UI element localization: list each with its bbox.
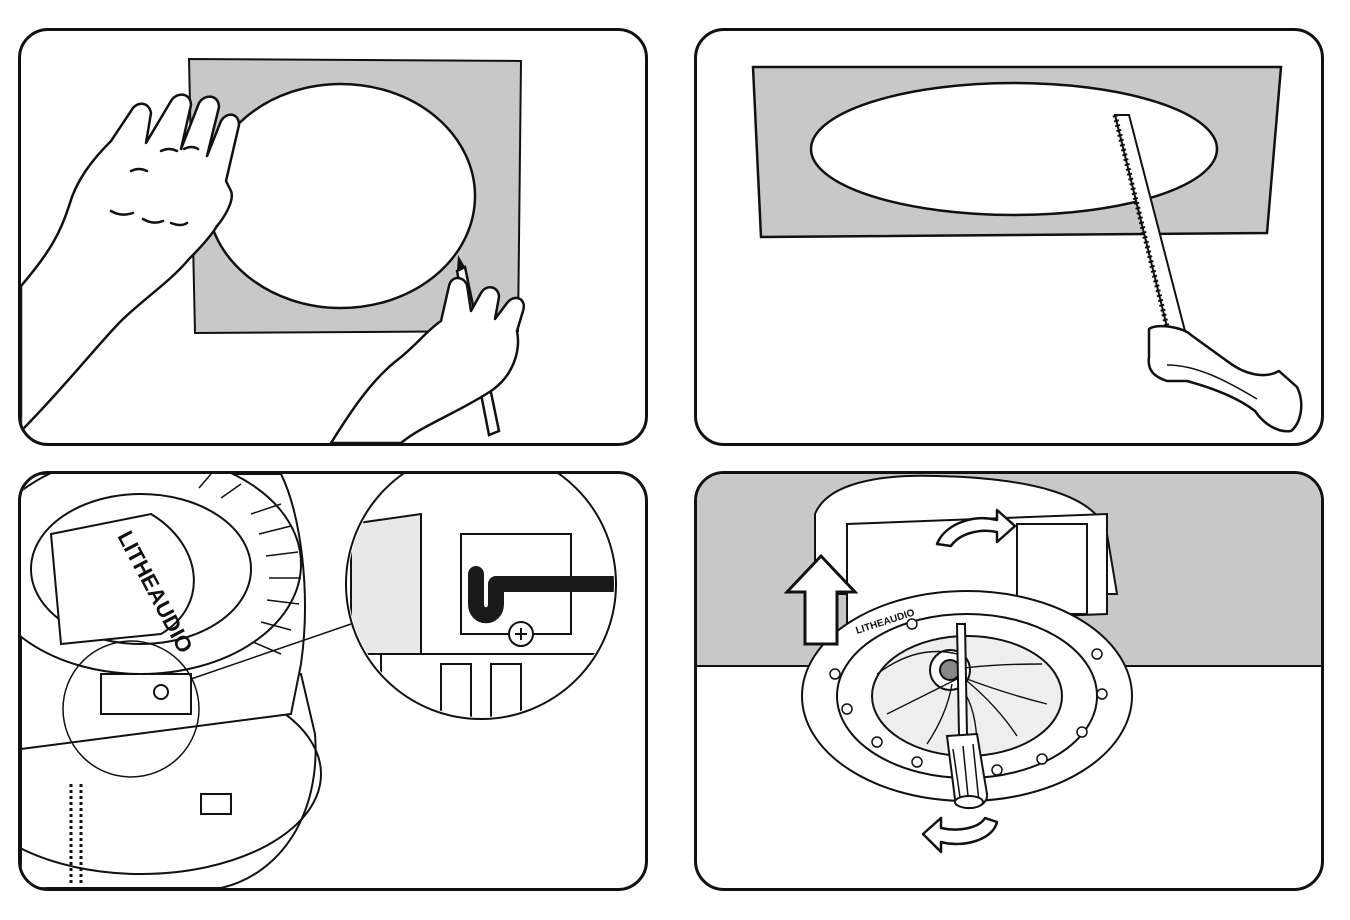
step-1-illustration [21, 57, 526, 443]
step-3-panel: LITHEAUDIO [18, 471, 648, 891]
rotate-arrow-icon [921, 816, 999, 854]
template-circle [205, 82, 477, 310]
magnifier-icon [345, 474, 617, 720]
hand-icon [21, 93, 241, 433]
speaker-icon: LITHEAUDIO [21, 474, 322, 888]
right-hand [329, 276, 526, 443]
step-4-panel: LITHEAUDIO [694, 471, 1324, 891]
rotate-arrow-icon [935, 508, 1017, 548]
screwdriver-icon [945, 623, 988, 809]
step-4-illustration: LITHEAUDIO [697, 474, 1321, 854]
up-arrow-icon [783, 553, 859, 646]
magnifier-target [62, 640, 200, 778]
cable-icon [468, 566, 614, 624]
step-1-panel [18, 28, 648, 446]
cut-hole [809, 81, 1219, 217]
step-3-illustration: LITHEAUDIO [21, 474, 617, 888]
step-2-panel [694, 28, 1324, 446]
step-2-illustration [751, 65, 1303, 433]
saw-icon [1112, 114, 1303, 433]
